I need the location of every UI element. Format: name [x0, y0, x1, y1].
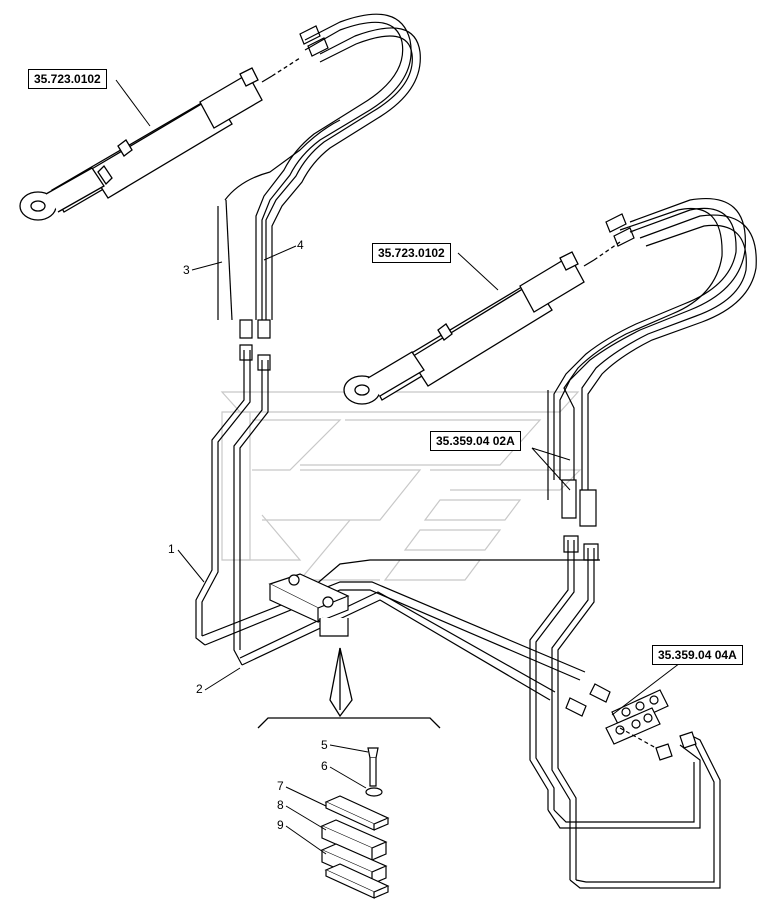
hoses-left — [217, 13, 421, 339]
callout-2: 2 — [196, 682, 203, 696]
ref-coupler-group[interactable]: 35.359.04 04A — [652, 645, 743, 665]
callout-8: 8 — [277, 798, 284, 812]
cylinder-top-left — [19, 57, 301, 221]
exploded-clamp-parts — [320, 747, 390, 899]
callout-7: 7 — [277, 779, 284, 793]
bolt-shank — [369, 758, 377, 787]
callout-6: 6 — [321, 759, 328, 773]
callout-9: 9 — [277, 818, 284, 832]
bolt — [367, 747, 379, 759]
quick-couplers — [605, 689, 697, 761]
ref-hose-group[interactable]: 35.359.04 02A — [430, 431, 521, 451]
leader-lines — [115, 79, 681, 855]
callout-1: 1 — [168, 542, 175, 556]
cylinder-right — [343, 241, 621, 405]
pipes-left — [195, 344, 611, 717]
ref-cylinder-top-left[interactable]: 35.723.0102 — [28, 69, 107, 89]
callout-4: 4 — [297, 238, 304, 252]
watermark-logo — [220, 391, 582, 581]
callout-5: 5 — [321, 738, 328, 752]
callout-3: 3 — [183, 263, 190, 277]
pipe-clamp-assembly — [268, 573, 350, 637]
detail-bracket — [257, 647, 441, 729]
pipes-right — [529, 535, 721, 889]
hoses-right — [547, 198, 757, 527]
ref-cylinder-right[interactable]: 35.723.0102 — [372, 243, 451, 263]
washer — [365, 787, 383, 797]
